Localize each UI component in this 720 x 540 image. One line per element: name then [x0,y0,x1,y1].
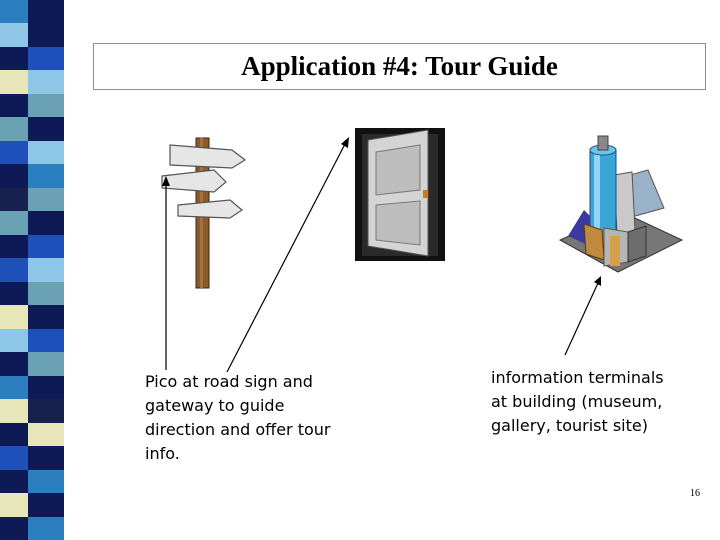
stripe-block [28,70,64,95]
stripe-block [28,46,64,71]
stripe-block [28,446,64,471]
stripe-block [28,23,64,48]
stripe-block [28,93,64,118]
decorative-stripe [0,0,64,540]
arrow-to-door [226,143,346,373]
stripe-block [0,187,28,212]
stripe-block [0,469,28,494]
stripe-block [0,23,28,48]
stripe-block [0,493,28,517]
stripe-block [0,93,28,118]
page-number: 16 [690,488,700,499]
door-icon [355,128,445,261]
stripe-block [28,305,64,330]
stripe-block [28,399,64,424]
stripe-block [28,164,64,189]
stripe-block [28,281,64,306]
stripe-block [28,211,64,236]
stripe-block [0,0,28,24]
stripe-block [0,258,28,283]
caption-terminals: information terminals at building (museu… [491,368,664,435]
signpost-icon [161,137,247,289]
stripe-block [0,117,28,142]
stripe-block [28,422,64,447]
stripe-block [28,328,64,353]
title-box: Application #4: Tour Guide [93,43,706,90]
stripe-block [0,234,28,259]
stripe-block [28,117,64,142]
stripe-block [28,469,64,494]
stripe-block [0,70,28,95]
stripe-block [0,422,28,447]
caption-road-sign: Pico at road sign and gateway to guide d… [145,372,331,463]
stripe-block [0,399,28,424]
stripe-block [28,187,64,212]
stripe-block [28,516,64,540]
arrows [162,137,601,373]
stripe-block [0,46,28,71]
stripe-block [28,140,64,165]
arrow-to-buildings [564,282,599,356]
stripe-block [0,328,28,353]
stripe-block [0,375,28,400]
stripe-block [28,493,64,517]
stripe-block [28,375,64,400]
slide-title: Application #4: Tour Guide [241,51,558,81]
stripe-block [28,258,64,283]
city-buildings-icon [558,135,684,273]
stripe-block [28,0,64,24]
stripe-block [0,281,28,306]
stripe-block [0,516,28,540]
stripe-block [0,211,28,236]
stripe-block [0,352,28,377]
stripe-block [28,234,64,259]
stripe-block [0,305,28,330]
stripe-block [28,352,64,377]
stripe-block [0,164,28,189]
stripe-block [0,140,28,165]
stripe-block [0,446,28,471]
